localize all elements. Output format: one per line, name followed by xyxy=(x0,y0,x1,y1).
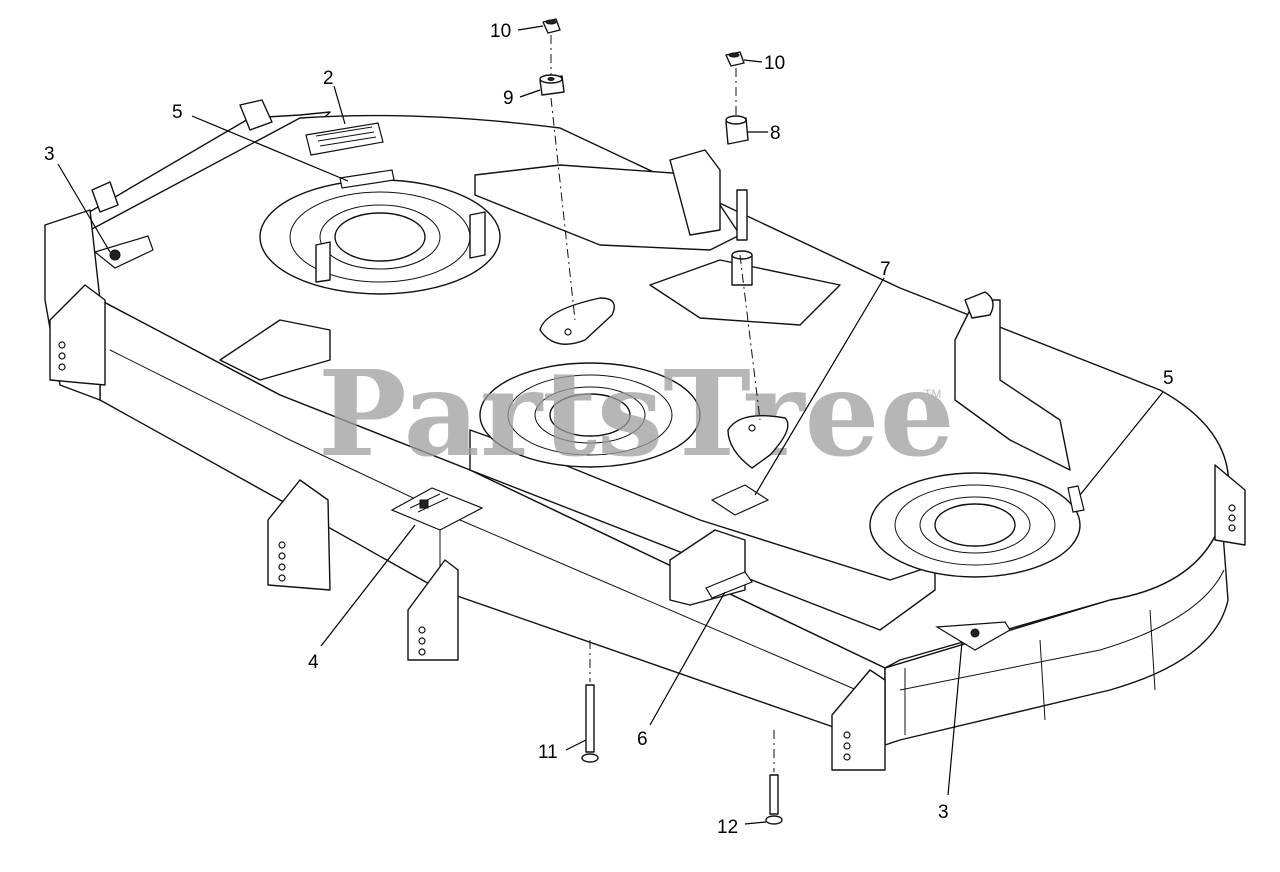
svg-text:5: 5 xyxy=(172,102,183,123)
spacer-9 xyxy=(539,74,565,96)
decal-4 xyxy=(390,487,484,531)
svg-text:5: 5 xyxy=(1163,368,1174,389)
callout-3-left: 3 xyxy=(44,144,111,253)
decal-7 xyxy=(710,484,770,516)
svg-text:2: 2 xyxy=(323,68,334,89)
callout-5-right: 5 xyxy=(1079,368,1174,496)
flange-nut-left xyxy=(542,18,561,34)
callout-8: 8 xyxy=(748,123,781,144)
callout-5-left: 5 xyxy=(172,102,349,182)
svg-text:12: 12 xyxy=(717,817,738,838)
callout-9: 9 xyxy=(503,88,541,109)
callout-4: 4 xyxy=(308,524,416,673)
flange-nut-right xyxy=(725,51,745,67)
svg-text:8: 8 xyxy=(770,123,781,144)
bushing-8 xyxy=(725,115,749,145)
callout-12: 12 xyxy=(717,817,767,838)
svg-text:4: 4 xyxy=(308,652,319,673)
decal-5-right xyxy=(1067,485,1085,513)
svg-text:3: 3 xyxy=(44,144,55,165)
callout-6: 6 xyxy=(637,591,726,750)
svg-text:3: 3 xyxy=(938,802,949,823)
svg-text:10: 10 xyxy=(764,53,785,74)
callout-10-left: 10 xyxy=(490,21,544,42)
svg-text:9: 9 xyxy=(503,88,514,109)
spindle-housing-left xyxy=(259,179,501,295)
bolt-11 xyxy=(581,684,599,763)
decal-5-left xyxy=(339,169,395,189)
bolt-12 xyxy=(765,774,783,825)
spacer-post xyxy=(731,189,753,286)
spindle-housing-right xyxy=(869,472,1081,578)
callout-2: 2 xyxy=(323,68,346,125)
callout-11: 11 xyxy=(538,739,587,763)
callout-3-right: 3 xyxy=(938,641,963,823)
partstree-watermark: PartsTree TM xyxy=(318,344,955,483)
pivot-plate-right xyxy=(727,415,789,469)
svg-text:6: 6 xyxy=(637,729,648,750)
watermark-trademark: TM xyxy=(924,387,941,401)
explode-lines xyxy=(550,35,775,772)
decal-2 xyxy=(305,122,384,156)
deck-mount-brackets xyxy=(49,99,1071,771)
callout-7: 7 xyxy=(754,259,891,496)
svg-text:10: 10 xyxy=(490,21,511,42)
svg-text:11: 11 xyxy=(538,742,558,763)
decal-3-left xyxy=(93,235,154,269)
svg-text:7: 7 xyxy=(880,259,891,280)
decal-6 xyxy=(705,571,753,599)
callout-10-right: 10 xyxy=(743,53,785,74)
spindle-housing-center xyxy=(479,362,701,468)
watermark-text: PartsTree xyxy=(318,344,955,483)
pivot-plate-left xyxy=(539,297,615,345)
